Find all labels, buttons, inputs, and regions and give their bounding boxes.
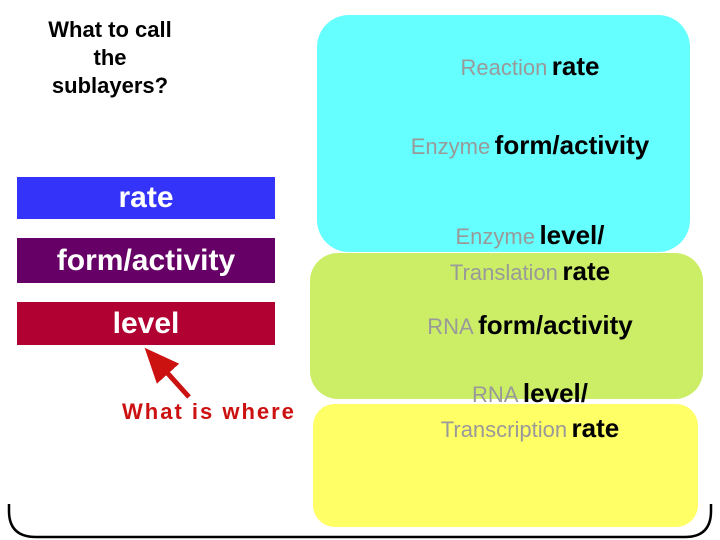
line-translation-rate: Translation rate	[350, 255, 710, 292]
sublayer-bar-label: level	[112, 306, 180, 340]
line-emphasis: rate	[562, 256, 611, 286]
question-line: What to call	[48, 17, 172, 42]
question-title: What to call the sublayers?	[20, 16, 200, 100]
line-prefix: Enzyme	[410, 134, 491, 159]
reaction-layer-box	[317, 15, 690, 252]
red-arrow	[144, 347, 191, 399]
line-prefix: Translation	[449, 260, 558, 285]
sublayer-bar-form-activity: form/activity	[17, 238, 275, 283]
line-emphasis: rate	[571, 413, 620, 443]
line-emphasis: form/activity	[478, 310, 633, 340]
sublayer-bar-rate: rate	[17, 177, 275, 219]
sublayer-bar-level: level	[17, 302, 275, 345]
question-line: sublayers?	[51, 73, 169, 98]
line-enzyme-level: Enzyme level/	[350, 219, 710, 256]
line-enzyme-form-activity: Enzyme form/activity	[350, 129, 710, 166]
line-reaction-rate: Reaction rate	[350, 50, 710, 87]
line-prefix: Enzyme	[455, 224, 535, 249]
line-rna-level: RNA level/	[350, 377, 710, 414]
line-transcription-rate: Transcription rate	[350, 412, 710, 449]
sublayer-bar-label: form/activity	[56, 243, 236, 277]
sublayer-bar-label: rate	[118, 181, 174, 214]
line-emphasis: level/	[539, 220, 605, 250]
question-line: the	[93, 45, 127, 70]
line-emphasis: form/activity	[494, 130, 650, 160]
annotation-what-is-where: What is where	[122, 399, 296, 424]
line-prefix: Transcription	[440, 417, 568, 442]
line-prefix: RNA	[472, 382, 519, 407]
line-emphasis: rate	[551, 51, 600, 81]
rna-enzyme-layer-box	[310, 253, 703, 399]
line-rna-form-activity: RNA form/activity	[350, 309, 710, 346]
line-emphasis: level/	[522, 378, 588, 408]
line-prefix: Reaction	[460, 55, 548, 80]
line-prefix: RNA	[427, 314, 474, 339]
